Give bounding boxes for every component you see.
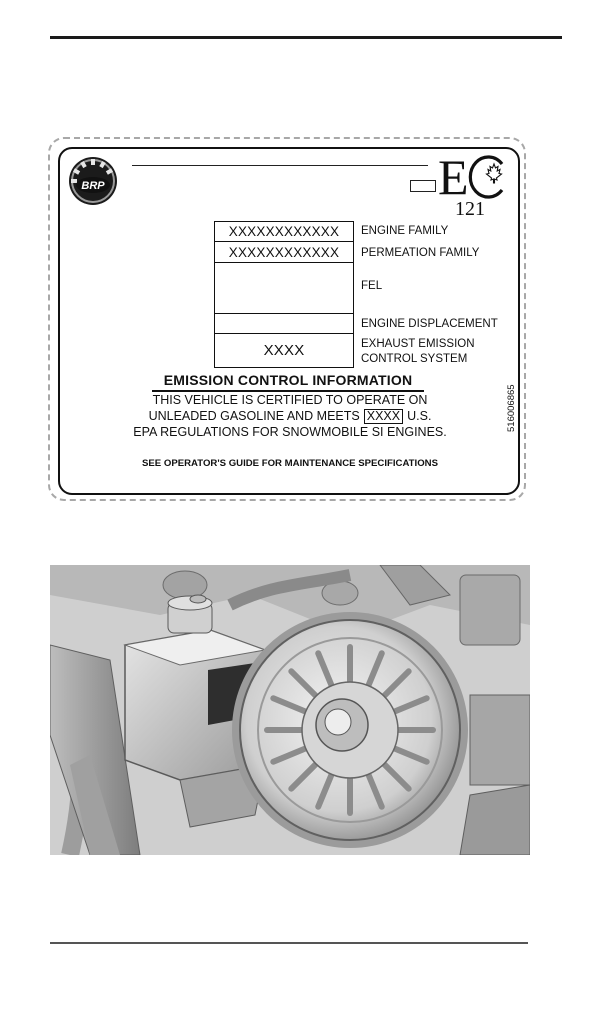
permeation-family-value: XXXXXXXXXXXX bbox=[214, 242, 354, 263]
header-line bbox=[132, 165, 428, 166]
engine-illustration-svg bbox=[50, 565, 530, 855]
ec-canada-mark-icon: E bbox=[438, 150, 504, 200]
engine-family-value: XXXXXXXXXXXX bbox=[214, 221, 354, 242]
exhaust-label-line2: CONTROL SYSTEM bbox=[361, 353, 468, 365]
cert-line-1: THIS VEHICLE IS CERTIFIED TO OPERATE ON bbox=[152, 393, 428, 407]
label-title: EMISSION CONTROL INFORMATION bbox=[163, 372, 413, 388]
fel-value bbox=[214, 263, 354, 314]
emission-label bbox=[58, 147, 520, 495]
cert-line-2-pre: UNLEADED GASOLINE AND MEETS bbox=[148, 409, 360, 423]
cert-standard-box: XXXX bbox=[363, 409, 404, 424]
title-underline bbox=[152, 390, 424, 392]
label-outer-dashed-border bbox=[48, 137, 526, 501]
cert-line-2-post: U.S. bbox=[407, 409, 432, 423]
exhaust-label-line1: EXHAUST EMISSION bbox=[361, 338, 475, 350]
label-footer: SEE OPERATOR'S GUIDE FOR MAINTENANCE SPE… bbox=[142, 458, 438, 469]
top-rule bbox=[50, 36, 562, 39]
exhaust-system-value: XXXX bbox=[214, 334, 354, 368]
svg-text:E: E bbox=[438, 150, 469, 200]
maple-leaf-icon bbox=[485, 162, 503, 184]
engine-displacement-label: ENGINE DISPLACEMENT bbox=[361, 318, 498, 330]
fel-label: FEL bbox=[361, 280, 383, 292]
engine-family-label: ENGINE FAMILY bbox=[361, 225, 449, 237]
engine-displacement-value bbox=[214, 314, 354, 334]
permeation-family-label: PERMEATION FAMILY bbox=[361, 247, 480, 259]
ec-small-box bbox=[410, 180, 436, 192]
bottom-rule bbox=[50, 942, 528, 944]
part-number: 516006865 bbox=[506, 384, 517, 432]
brp-logo-text: BRP bbox=[81, 180, 105, 192]
cert-line-3: EPA REGULATIONS FOR SNOWMOBILE SI ENGINE… bbox=[133, 425, 447, 439]
engine-compartment-illustration bbox=[50, 565, 530, 855]
brp-logo-icon: BRP bbox=[69, 157, 117, 205]
ec-number: 121 bbox=[455, 198, 485, 220]
